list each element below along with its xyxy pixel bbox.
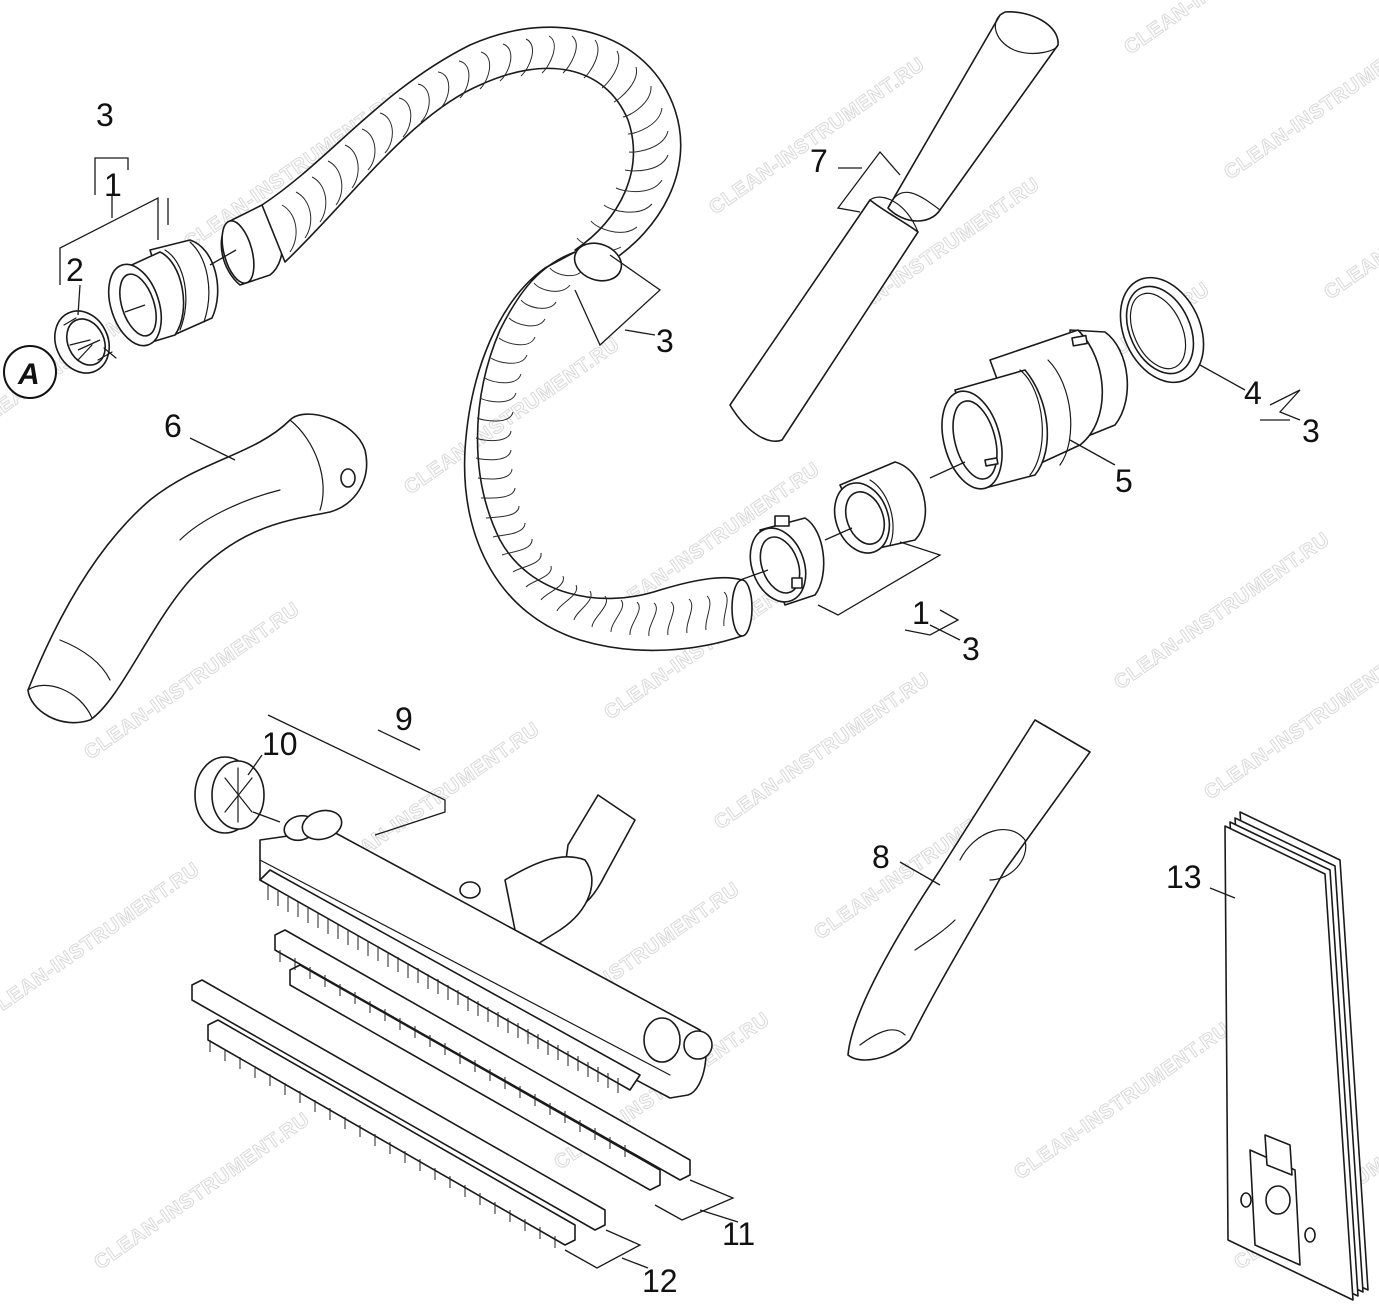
part-5-adapter	[941, 329, 1129, 490]
part-6-bent-handle	[27, 413, 368, 724]
leader-lines	[59, 150, 1301, 1269]
watermark: CLEAN-INSTRUMENT.RU	[400, 333, 624, 499]
part-4-seal-ring	[1119, 276, 1205, 384]
label-3-lower: 3	[962, 631, 980, 667]
watermark: CLEAN-INSTRUMENT.RU	[1120, 0, 1344, 59]
part-1-clamp-lower	[749, 515, 825, 606]
part-10-wheel	[194, 756, 265, 834]
label-7: 7	[810, 143, 828, 179]
marker-a-text: A	[17, 358, 40, 391]
label-3-ring: 3	[1302, 413, 1320, 449]
watermark: CLEAN-INSTRUMENT.RU	[1320, 138, 1379, 304]
part-11-brush-strips	[274, 929, 691, 1191]
part-8-crevice-nozzle	[847, 719, 1091, 1061]
hose-ribs	[281, 35, 728, 637]
label-13: 13	[1166, 859, 1202, 895]
label-4: 4	[1244, 375, 1262, 411]
label-9: 9	[395, 701, 413, 737]
watermark: CLEAN-INSTRUMENT.RU	[1220, 18, 1379, 184]
part-1-hose-connector-top	[107, 239, 219, 347]
part-9-floor-nozzle	[259, 794, 713, 1099]
nozzle-bristles	[267, 885, 619, 1093]
part-7-extension-tube	[729, 11, 1059, 442]
watermark: CLEAN-INSTRUMENT.RU	[90, 1108, 314, 1274]
label-3-hose: 3	[656, 323, 674, 359]
watermark: CLEAN-INSTRUMENT.RU	[0, 858, 204, 1024]
watermark: CLEAN-INSTRUMENT.RU	[1010, 1018, 1234, 1184]
label-8: 8	[872, 839, 890, 875]
watermark: CLEAN-INSTRUMENT.RU	[710, 668, 934, 834]
part-1-hose-connector-lower	[833, 461, 927, 554]
label-5: 5	[1115, 463, 1133, 499]
label-11: 11	[722, 1216, 755, 1252]
callout-labels: 3 1 2 3 7 4 3 5 1 3 6 9 10 8 13 11 12	[66, 97, 1320, 1299]
watermark: CLEAN-INSTRUMENT.RU	[1110, 528, 1334, 694]
part-3-suction-hose	[220, 26, 753, 652]
label-12: 12	[642, 1263, 678, 1299]
watermark: CLEAN-INSTRUMENT.RU	[1200, 638, 1379, 804]
marker-a: A	[3, 345, 57, 399]
label-1-top-left: 1	[104, 167, 122, 203]
label-6: 6	[164, 408, 182, 444]
part-2-clamp-ring	[54, 310, 117, 374]
part-12-squeegee-strips	[191, 979, 606, 1248]
part-13-filter-bags	[1224, 811, 1369, 1301]
label-1-lower: 1	[912, 595, 930, 631]
label-2: 2	[66, 252, 84, 288]
label-3-top-left: 3	[96, 97, 114, 133]
label-10: 10	[262, 726, 298, 762]
